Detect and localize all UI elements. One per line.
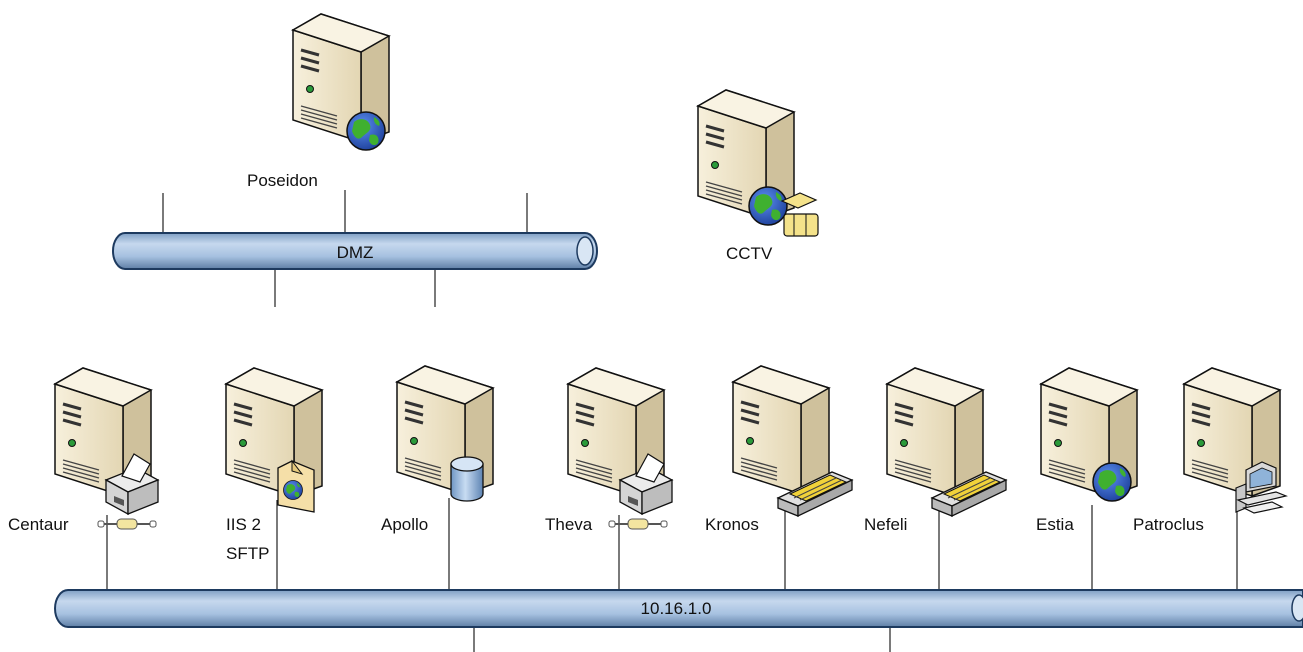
database-icon <box>450 456 484 502</box>
node-estia: Estia <box>1036 366 1139 534</box>
dmz-pipe-end <box>576 236 594 266</box>
node-kronos: Kronos <box>705 364 853 534</box>
lan-bus: 10.16.1.0 <box>54 498 1303 652</box>
node-apollo: Apollo <box>381 364 495 534</box>
web-document-icon <box>277 459 315 513</box>
node-poseidon: Poseidon <box>247 12 391 190</box>
globe-icon <box>748 186 788 226</box>
workstation-icon <box>1235 461 1288 514</box>
node-centaur: Centaur <box>8 366 159 534</box>
globe-icon <box>1092 462 1132 502</box>
server-icon <box>731 364 831 496</box>
dmz-bus: DMZ <box>112 190 598 307</box>
lan-pipe-end <box>1291 594 1303 622</box>
globe-icon <box>346 111 386 151</box>
node-label: Poseidon <box>247 171 318 190</box>
node-label: Kronos <box>705 515 759 534</box>
node-label: IIS 2 <box>226 515 261 534</box>
node-cctv: CCTV <box>696 88 819 263</box>
node-iis2: IIS 2 SFTP <box>224 366 324 563</box>
node-label: CCTV <box>726 244 773 263</box>
node-nefeli: Nefeli <box>864 366 1007 534</box>
node-label: Estia <box>1036 515 1074 534</box>
node-label: Centaur <box>8 515 69 534</box>
node-label-secondary: SFTP <box>226 544 269 563</box>
node-label: Patroclus <box>1133 515 1204 534</box>
lan-pipe <box>54 589 1303 628</box>
camera-film-icon <box>780 192 819 237</box>
node-label: Nefeli <box>864 515 907 534</box>
dmz-label: DMZ <box>337 243 374 262</box>
node-label: Apollo <box>381 515 428 534</box>
lan-label: 10.16.1.0 <box>641 599 712 618</box>
node-label: Theva <box>545 515 593 534</box>
server-icon <box>885 366 985 498</box>
dmz-pipe <box>112 232 598 270</box>
node-patroclus: Patroclus <box>1133 366 1288 534</box>
node-theva: Theva <box>545 366 673 534</box>
network-connector-icon <box>608 518 668 530</box>
